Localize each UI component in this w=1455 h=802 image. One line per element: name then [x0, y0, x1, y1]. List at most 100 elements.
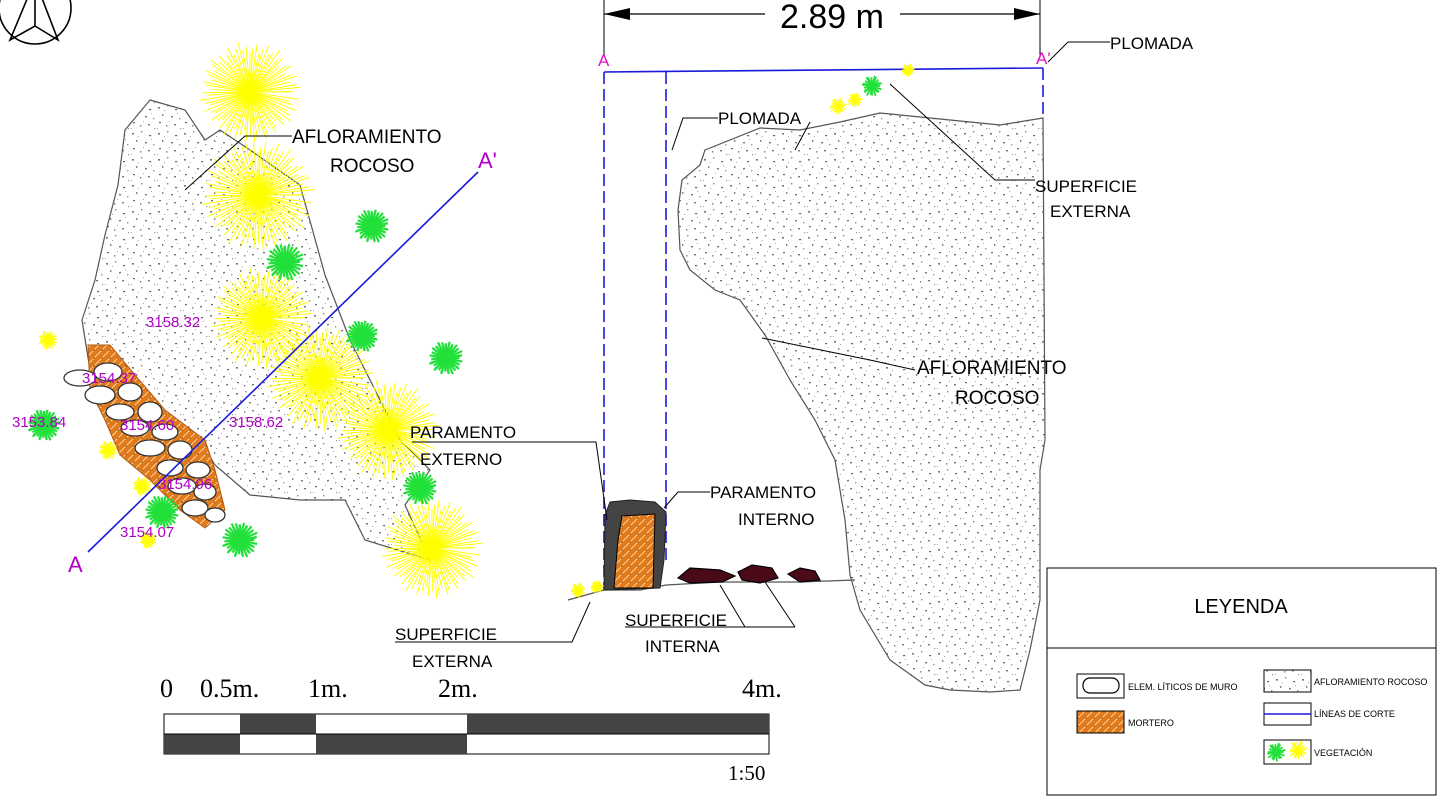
green-shrub-icon: [222, 522, 258, 558]
section-point-a: A: [598, 51, 610, 70]
plomada-top-leader: [1047, 41, 1110, 63]
yellow-shrub-icon: [267, 325, 374, 432]
superficie-externa-bottom-leader: [395, 601, 591, 643]
paramento-interno-label-2: INTERNO: [738, 510, 815, 529]
paramento-externo-label-1: PARAMENTO: [410, 423, 516, 442]
paramento-externo-leader: [412, 441, 608, 521]
legend-mortero-swatch: [1076, 710, 1125, 734]
section-inner-stone: [676, 567, 737, 584]
scale-label-2: 2m.: [438, 674, 478, 703]
scale-segment: [316, 734, 467, 754]
afloramiento-section-label-2: ROCOSO: [955, 388, 1039, 409]
superficie-interna-label-2: INTERNA: [645, 637, 720, 656]
yellow-shrub-icon: [829, 97, 847, 115]
yellow-shrub-icon: [132, 476, 152, 496]
plomada-top-label: PLOMADA: [1110, 34, 1194, 53]
legend: LEYENDA ELEM. LÍTICOS DE MURO AFLORAMIEN…: [1046, 567, 1437, 796]
section-inner-stone: [737, 564, 779, 584]
scale-bar: 0 0.5m. 1m. 2m. 4m. 1:50: [160, 674, 782, 785]
dimension-value: 2.89 m: [780, 0, 884, 36]
paramento-interno-leader: [663, 491, 710, 509]
legend-title: LEYENDA: [1194, 596, 1288, 618]
legend-lineas-label: LÍNEAS DE CORTE: [1314, 709, 1395, 719]
superficie-externa-top-label-1: SUPERFICIE: [1035, 177, 1137, 196]
plan-afloramiento-label-2: ROCOSO: [330, 156, 414, 177]
scale-label-1: 1m.: [308, 674, 348, 703]
yellow-shrub-icon: [139, 531, 157, 549]
scale-ratio: 1:50: [728, 761, 765, 785]
scale-label-05: 0.5m.: [200, 674, 259, 703]
green-shrub-icon: [403, 471, 437, 505]
plomada-mid-label: PLOMADA: [718, 109, 802, 128]
scale-segment: [240, 714, 316, 734]
yellow-shrub-icon: [98, 440, 118, 460]
elevation-label: 3153.84: [12, 414, 66, 431]
paramento-interno-label-1: PARAMENTO: [710, 483, 816, 502]
green-shrub-icon: [861, 75, 883, 97]
yellow-shrub-icon: [1289, 740, 1308, 760]
section-wall-mortar: [613, 513, 656, 589]
superficie-interna-leader-3: [764, 581, 796, 628]
section-vegetation: [570, 63, 915, 598]
legend-vegetacion-label: VEGETACIÓN: [1314, 748, 1372, 758]
plan-section-start-label: A: [68, 552, 83, 577]
superficie-externa-bottom-label-2: EXTERNA: [412, 652, 493, 671]
superficie-externa-bottom-label-1: SUPERFICIE: [395, 625, 497, 644]
legend-vegetacion-swatch: [1263, 739, 1312, 765]
green-shrub-icon: [145, 495, 179, 529]
yellow-shrub-icon: [199, 42, 301, 143]
plan-afloramiento-label-1: AFLORAMIENTO: [292, 127, 442, 148]
legend-afloramiento-swatch: [1263, 669, 1312, 693]
green-shrub-icon: [27, 409, 60, 441]
elevation-label: 3158.32: [146, 314, 200, 331]
north-arrow-icon: [0, 0, 72, 45]
elevation-label: 3154.07: [120, 524, 174, 541]
yellow-shrub-icon: [211, 268, 313, 369]
green-shrub-icon: [429, 341, 463, 375]
yellow-shrub-icon: [570, 582, 586, 598]
scale-segment: [467, 714, 769, 734]
section-top-line: [603, 67, 1044, 73]
plan-wall-stones: [63, 362, 226, 523]
plomada-mid-leader-2: [794, 121, 811, 151]
green-shrub-icon: [1267, 742, 1286, 762]
plan-section-end-label: A': [478, 148, 497, 173]
yellow-shrub-icon: [590, 580, 604, 594]
dimension-arrow-left-icon: [604, 8, 630, 20]
superficie-interna-label-1: SUPERFICIE: [625, 611, 727, 630]
yellow-shrub-icon: [38, 330, 58, 350]
legend-mortero-label: MORTERO: [1128, 718, 1174, 728]
afloramiento-section-leader: [761, 337, 916, 371]
superficie-externa-top-leader: [889, 83, 1035, 181]
elevation-label: 3154.96: [158, 476, 212, 493]
section-inner-stone: [786, 567, 821, 583]
scale-segment: [164, 734, 240, 754]
afloramiento-section-label-1: AFLORAMIENTO: [917, 358, 1067, 379]
green-shrub-icon: [345, 320, 378, 352]
plan-green-vegetation: [27, 209, 463, 558]
yellow-shrub-icon: [202, 139, 315, 252]
plan-afloramiento-leader: [184, 135, 292, 191]
yellow-shrub-icon: [381, 498, 483, 599]
scale-label-0: 0: [160, 674, 173, 703]
section-view: 2.89 m A A' PLOMADA PLOMADA SUPERFICIE E…: [395, 0, 1194, 693]
yellow-shrub-icon: [337, 380, 439, 481]
dimension-arrow-right-icon: [1014, 8, 1040, 20]
elevation-label: 3158.62: [229, 414, 283, 431]
section-rock-outcrop: [677, 112, 1046, 693]
plan-view: A A' AFLORAMIENTO ROCOSO 3158.32 3154.37…: [12, 42, 497, 599]
plomada-mid-leader: [671, 117, 718, 151]
plan-yellow-vegetation: [38, 42, 483, 599]
legend-liticos-stone-icon: [1082, 677, 1120, 694]
legend-liticos-label: ELEM. LÍTICOS DE MURO: [1128, 682, 1238, 692]
paramento-externo-label-2: EXTERNO: [420, 450, 502, 469]
elevation-label: 3154.37: [82, 370, 136, 387]
plan-section-line: [87, 171, 479, 553]
yellow-shrub-icon: [847, 92, 863, 108]
section-point-a-prime: A': [1036, 49, 1051, 68]
scale-label-4: 4m.: [742, 674, 782, 703]
elevation-label: 3154.60: [120, 417, 174, 434]
superficie-externa-top-label-2: EXTERNA: [1050, 202, 1131, 221]
green-shrub-icon: [355, 209, 389, 243]
